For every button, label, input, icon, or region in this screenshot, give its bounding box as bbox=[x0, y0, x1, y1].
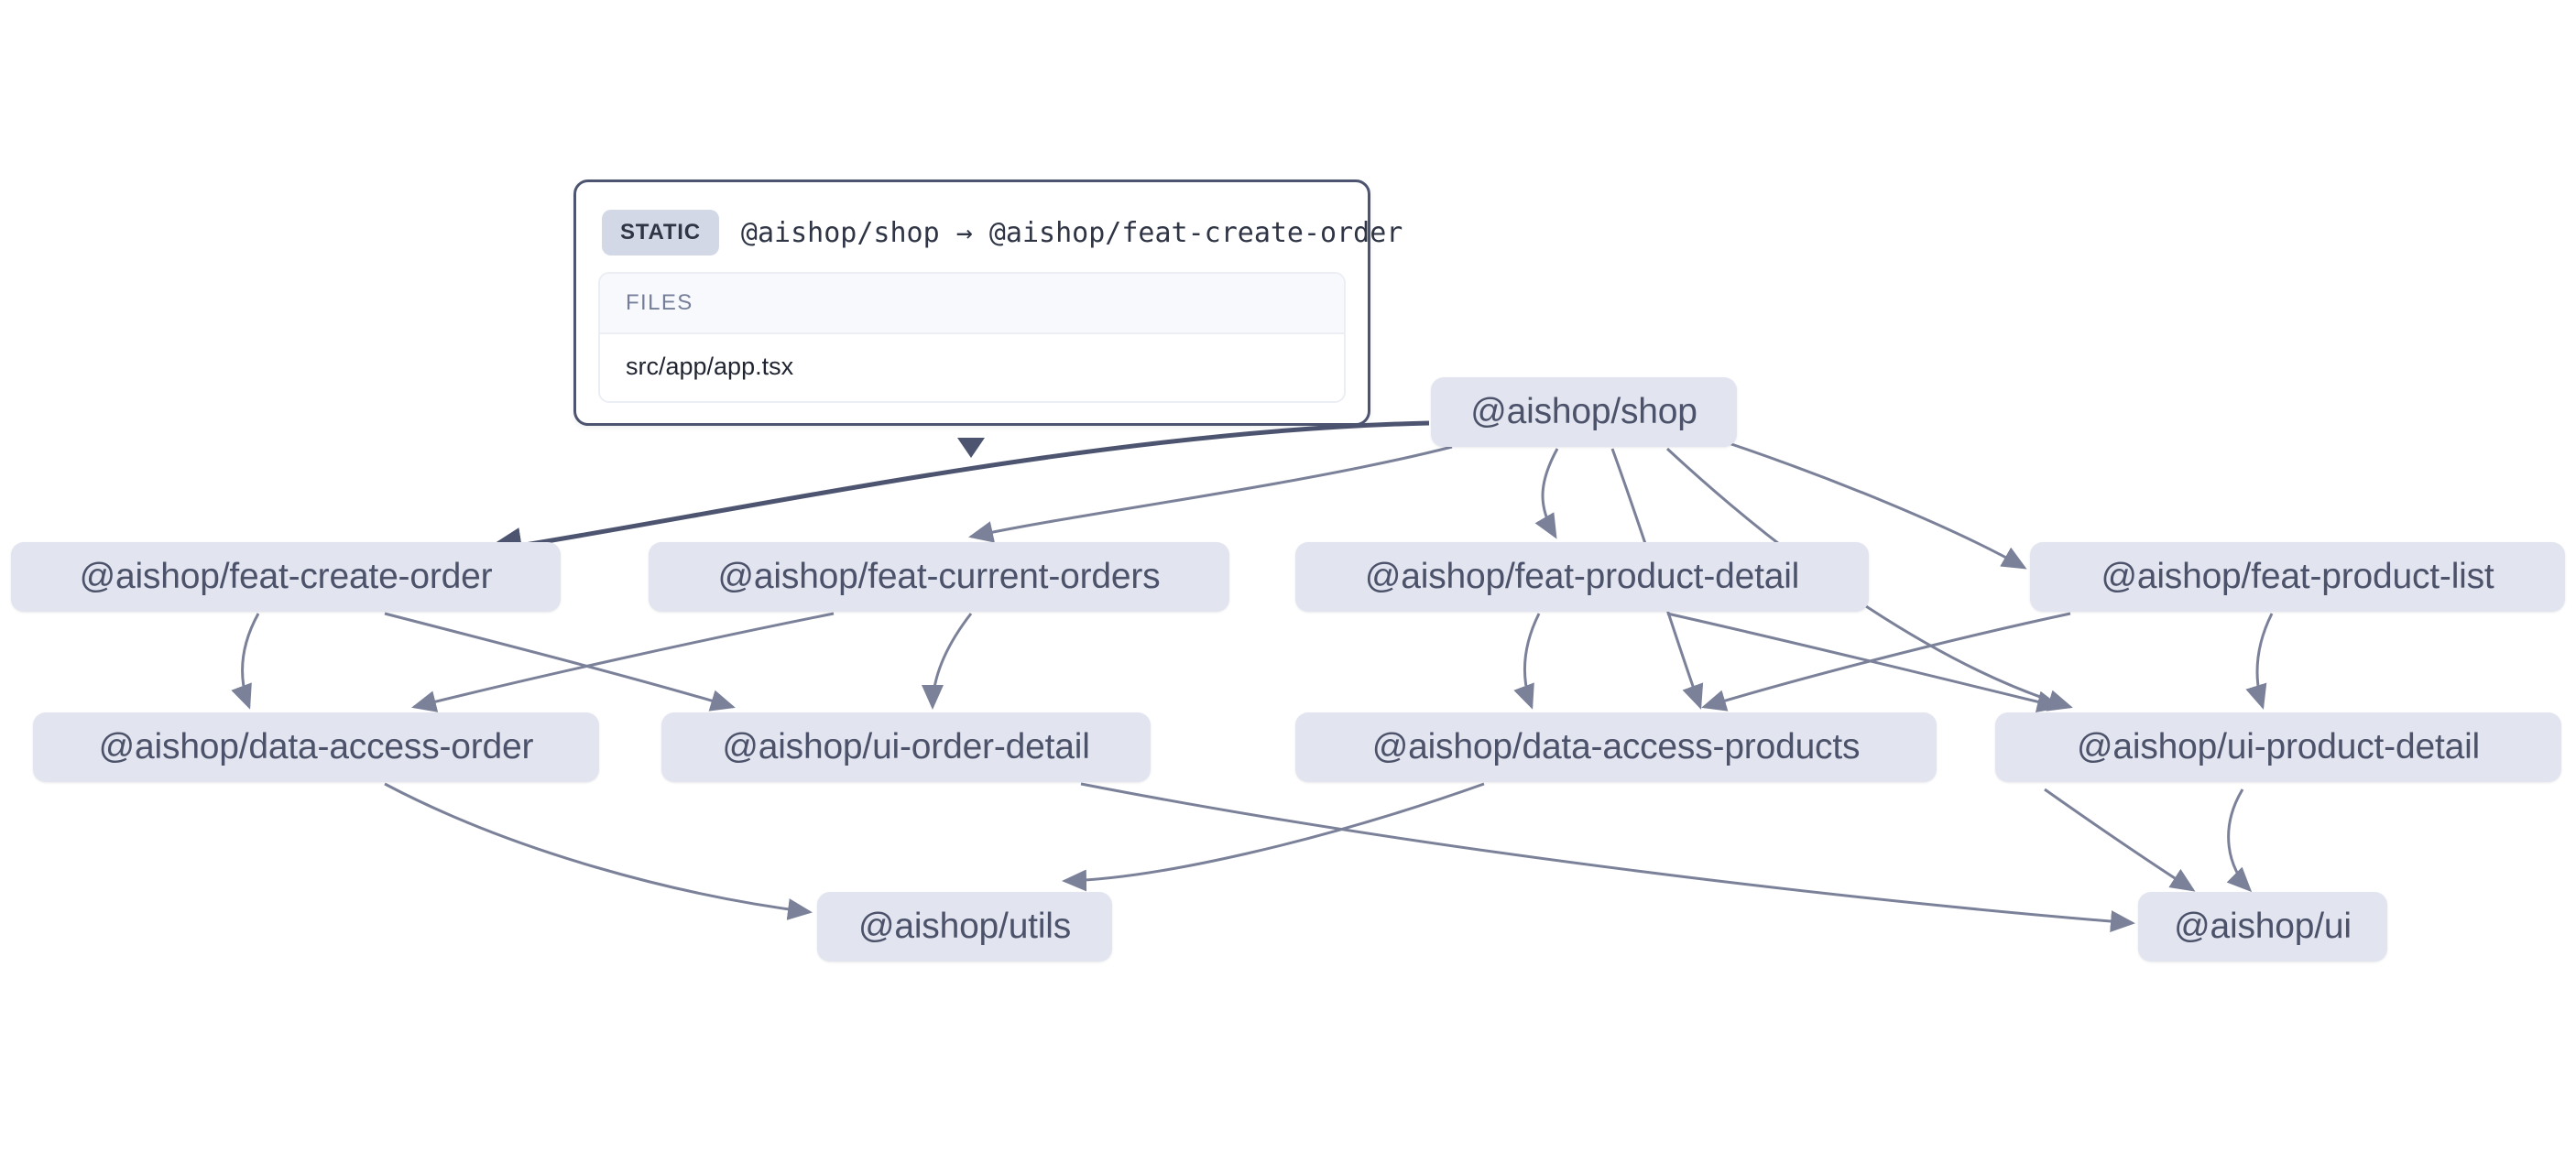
edge-feat-current-orders-to-data-access-order bbox=[411, 612, 835, 712]
edge-highlight-midpoint-arrow bbox=[957, 438, 985, 458]
edge-ui-product-detail-to-ui-curve bbox=[2226, 788, 2253, 893]
edge-feat-product-list-to-data-access-products bbox=[1701, 612, 2071, 712]
graph-node-ui-order-detail[interactable]: @aishop/ui-order-detail bbox=[661, 712, 1151, 782]
edge-data-access-products-to-utils bbox=[1062, 782, 1485, 892]
edge-shop-to-feat-current-orders bbox=[968, 445, 1453, 543]
edge-feat-product-list-to-ui-product-detail bbox=[2245, 613, 2274, 710]
edge-feat-product-detail-to-data-access-products bbox=[1513, 613, 1541, 710]
graph-node-data-access-order[interactable]: @aishop/data-access-order bbox=[33, 712, 599, 782]
edge-feat-create-order-to-ui-order-detail bbox=[384, 612, 736, 712]
edge-data-access-order-to-utils bbox=[384, 782, 813, 920]
edge-feat-current-orders-to-ui-order-detail bbox=[922, 613, 973, 710]
graph-node-utils[interactable]: @aishop/utils bbox=[817, 892, 1112, 962]
edge-feat-create-order-to-data-access-order bbox=[231, 613, 260, 710]
tooltip-header: STATIC @aishop/shop → @aishop/feat-creat… bbox=[598, 202, 1403, 272]
graph-node-feat-product-detail[interactable]: @aishop/feat-product-detail bbox=[1295, 542, 1869, 612]
files-panel: FILES src/app/app.tsx bbox=[598, 272, 1346, 403]
graph-node-ui-product-detail[interactable]: @aishop/ui-product-detail bbox=[1995, 712, 2561, 782]
graph-node-feat-product-list[interactable]: @aishop/feat-product-list bbox=[2030, 542, 2565, 612]
file-list-item[interactable]: src/app/app.tsx bbox=[600, 334, 1344, 401]
edge-ui-order-detail-to-ui bbox=[1080, 782, 2135, 933]
node-label: @aishop/ui bbox=[2174, 907, 2352, 946]
node-label: @aishop/data-access-products bbox=[1371, 727, 1861, 766]
static-badge: STATIC bbox=[602, 210, 719, 255]
graph-node-shop[interactable]: @aishop/shop bbox=[1431, 377, 1737, 447]
edge-detail-tooltip[interactable]: STATIC @aishop/shop → @aishop/feat-creat… bbox=[573, 179, 1403, 426]
node-label: @aishop/ui-order-detail bbox=[722, 727, 1090, 766]
graph-node-ui[interactable]: @aishop/ui bbox=[2138, 892, 2387, 962]
graph-node-feat-create-order[interactable]: @aishop/feat-create-order bbox=[11, 542, 561, 612]
node-label: @aishop/shop bbox=[1470, 392, 1697, 431]
edge-feat-product-detail-to-ui-product-detail bbox=[1666, 612, 2062, 713]
graph-node-data-access-products[interactable]: @aishop/data-access-products bbox=[1295, 712, 1937, 782]
edge-shop-to-feat-product-detail bbox=[1534, 448, 1559, 539]
edge-shop-to-feat-create-order bbox=[481, 420, 1430, 564]
node-label: @aishop/feat-product-detail bbox=[1364, 557, 1800, 596]
edge-ui-product-detail-to-ui-diagonal bbox=[2044, 788, 2196, 892]
graph-node-feat-current-orders[interactable]: @aishop/feat-current-orders bbox=[649, 542, 1229, 612]
files-panel-header: FILES bbox=[600, 274, 1344, 334]
node-label: @aishop/utils bbox=[857, 907, 1072, 946]
node-label: @aishop/feat-current-orders bbox=[717, 557, 1161, 596]
node-label: @aishop/data-access-order bbox=[98, 727, 534, 766]
node-label: @aishop/feat-create-order bbox=[79, 557, 493, 596]
node-label: @aishop/feat-product-list bbox=[2101, 557, 2494, 596]
tooltip-dependency-title: @aishop/shop → @aishop/feat-create-order bbox=[740, 216, 1403, 249]
node-label: @aishop/ui-product-detail bbox=[2077, 727, 2480, 766]
